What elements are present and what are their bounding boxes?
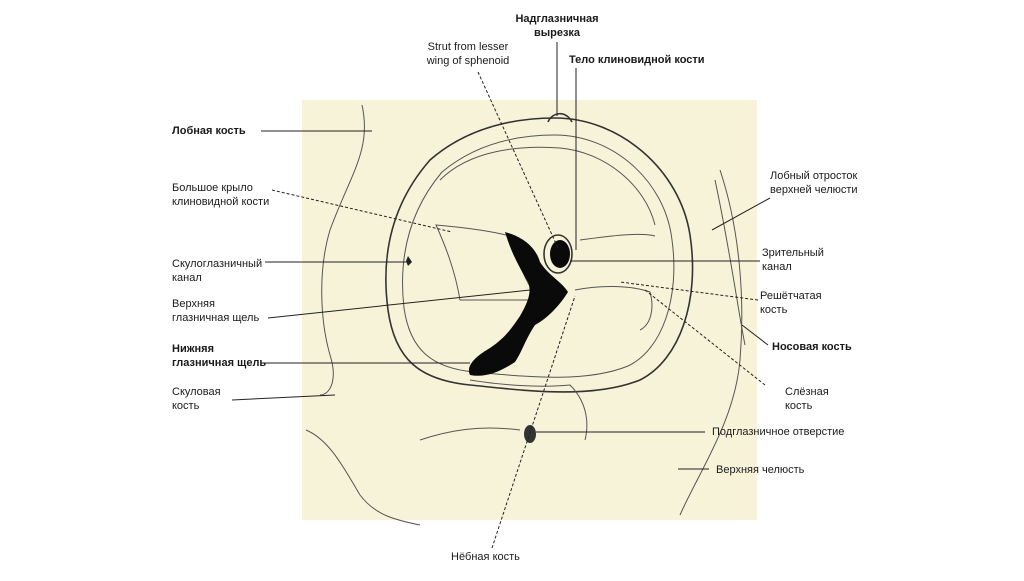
- leader-greater-wing: [271, 189, 453, 233]
- leader-strut: [477, 71, 559, 249]
- label-nasal-bone: Носовая кость: [772, 341, 852, 353]
- label-ethmoid: Решётчатая кость: [760, 290, 822, 316]
- leader-palatine: [491, 295, 576, 549]
- leader-ethmoid: [619, 281, 759, 301]
- label-superior-fissure: Верхняя глазничная щель: [172, 298, 260, 324]
- label-greater-wing: Большое крыло клиновидной кости: [172, 182, 270, 208]
- ethmoid-outline: [574, 285, 653, 331]
- label-sphenoid-body: Тело клиновидной кости: [569, 54, 705, 66]
- lateral-rim: [305, 429, 421, 526]
- zygomatico-orbital-mark: [406, 256, 412, 266]
- leader-nasal-bone: [741, 324, 769, 346]
- label-palatine: Нёбная кость: [451, 551, 520, 563]
- label-maxilla: Верхняя челюсть: [716, 464, 805, 476]
- orbital-fissure: [468, 232, 568, 376]
- supraorbital-notch-shape: [547, 112, 573, 123]
- label-supraorbital-notch: Надглазничная вырезка: [515, 13, 599, 39]
- label-zygomatico-orbital: Скулоглазничный канал: [172, 258, 263, 284]
- zygomatic-suture: [419, 427, 521, 441]
- floor-suture: [469, 379, 588, 441]
- label-lacrimal: Слёзная кость: [785, 386, 829, 412]
- optic-canal-shape: [550, 240, 570, 268]
- label-frontal-process: Лобный отросток верхней челюсти: [770, 170, 858, 196]
- label-optic-canal: Зрительный канал: [762, 247, 824, 273]
- label-infraorbital-foramen: Подглазничное отверстие: [712, 426, 845, 438]
- leader-frontal-process: [711, 197, 771, 231]
- nasal-edge: [714, 179, 746, 346]
- label-zygomatic-bone: Скуловая кость: [172, 386, 221, 412]
- greater-wing-outline: [435, 224, 542, 301]
- label-frontal-bone: Лобная кость: [172, 125, 246, 137]
- label-strut: Strut from lesser wing of sphenoid: [426, 41, 510, 67]
- optic-canal-rim: [543, 234, 573, 274]
- leader-lacrimal: [644, 289, 766, 386]
- leader-superior-fissure: [267, 289, 531, 319]
- label-inferior-fissure: Нижняя глазничная щель: [172, 343, 267, 369]
- leader-zygomatic-bone: [231, 394, 336, 401]
- maxilla-outline: [679, 169, 743, 516]
- frontal-bone-outline: [319, 104, 365, 396]
- orbital-rim-outer: [385, 117, 694, 393]
- sphenoid-suture: [579, 233, 656, 241]
- orbital-rim-shading: [439, 146, 656, 226]
